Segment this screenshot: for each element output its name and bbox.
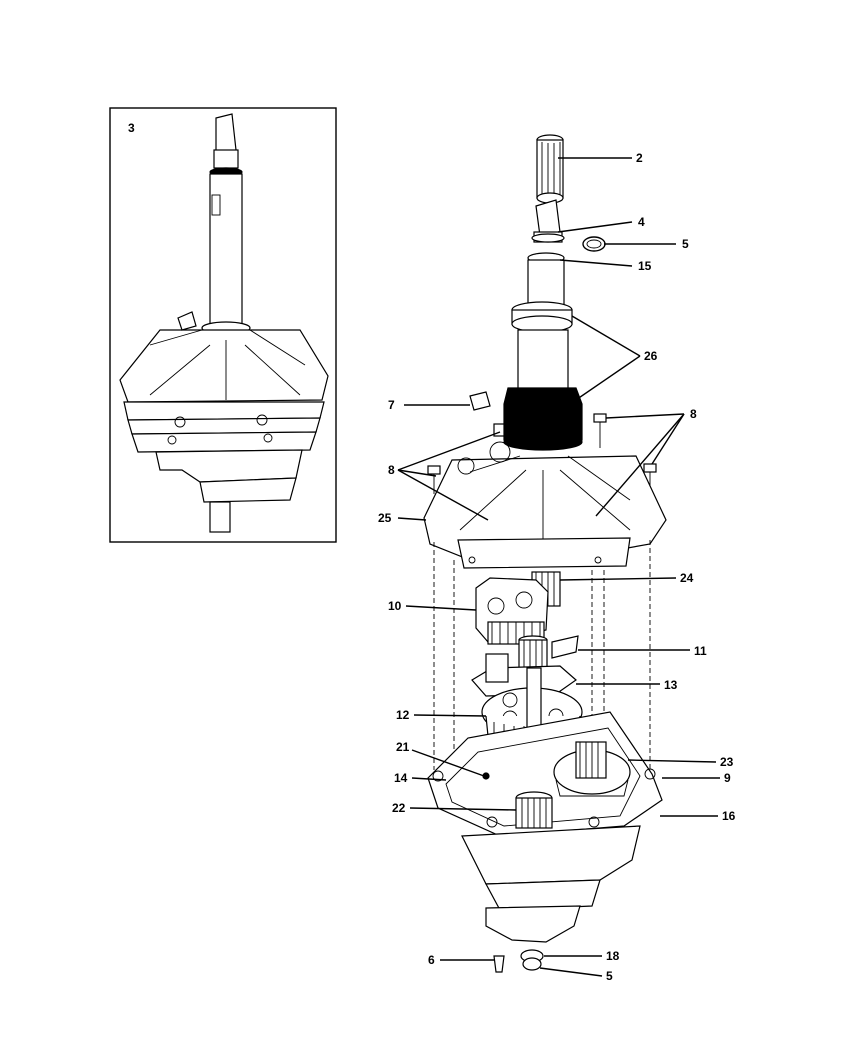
callout-22: 22 — [392, 801, 406, 815]
callout-6: 6 — [428, 953, 435, 967]
part-7-plug — [469, 391, 491, 411]
callout-9: 9 — [724, 771, 731, 785]
part-4-ring — [531, 233, 565, 243]
callout-12: 12 — [396, 708, 410, 722]
callout-16: 16 — [722, 809, 736, 823]
part-11-pinion — [518, 635, 579, 671]
callout-labels: 2 4 5 15 26 7 8 8 25 24 10 11 13 12 21 2… — [378, 151, 736, 983]
callout-26: 26 — [644, 349, 658, 363]
part-10-carrier — [475, 577, 549, 645]
callout-18: 18 — [606, 949, 620, 963]
callout-4: 4 — [638, 215, 645, 229]
inset-label: 3 — [128, 121, 135, 135]
callout-13: 13 — [664, 678, 678, 692]
callout-23: 23 — [720, 755, 734, 769]
part-6-screw — [493, 955, 505, 973]
part-2-spline — [536, 134, 564, 204]
callout-25: 25 — [378, 511, 392, 525]
callout-7: 7 — [388, 398, 395, 412]
callout-5-bottom: 5 — [606, 969, 613, 983]
part-23-ring-gear — [553, 741, 631, 797]
part-25-upper-housing — [423, 441, 667, 569]
main-exploded-view: 2 4 5 15 26 7 8 8 25 24 10 11 13 12 21 2… — [378, 134, 736, 983]
leader-lines — [397, 157, 720, 977]
callout-2: 2 — [636, 151, 643, 165]
callout-24: 24 — [680, 571, 694, 585]
callout-21: 21 — [396, 740, 410, 754]
part-5-washer-bottom — [522, 957, 542, 971]
callout-15: 15 — [638, 259, 652, 273]
callout-8-left: 8 — [388, 463, 395, 477]
callout-5: 5 — [682, 237, 689, 251]
part-5-washer — [582, 236, 606, 252]
inset-assembly-3: 3 — [109, 107, 337, 543]
callout-8-right: 8 — [690, 407, 697, 421]
callout-14: 14 — [394, 771, 408, 785]
part-22-gear — [515, 791, 553, 829]
callout-11: 11 — [694, 644, 707, 658]
callout-10: 10 — [388, 599, 402, 613]
